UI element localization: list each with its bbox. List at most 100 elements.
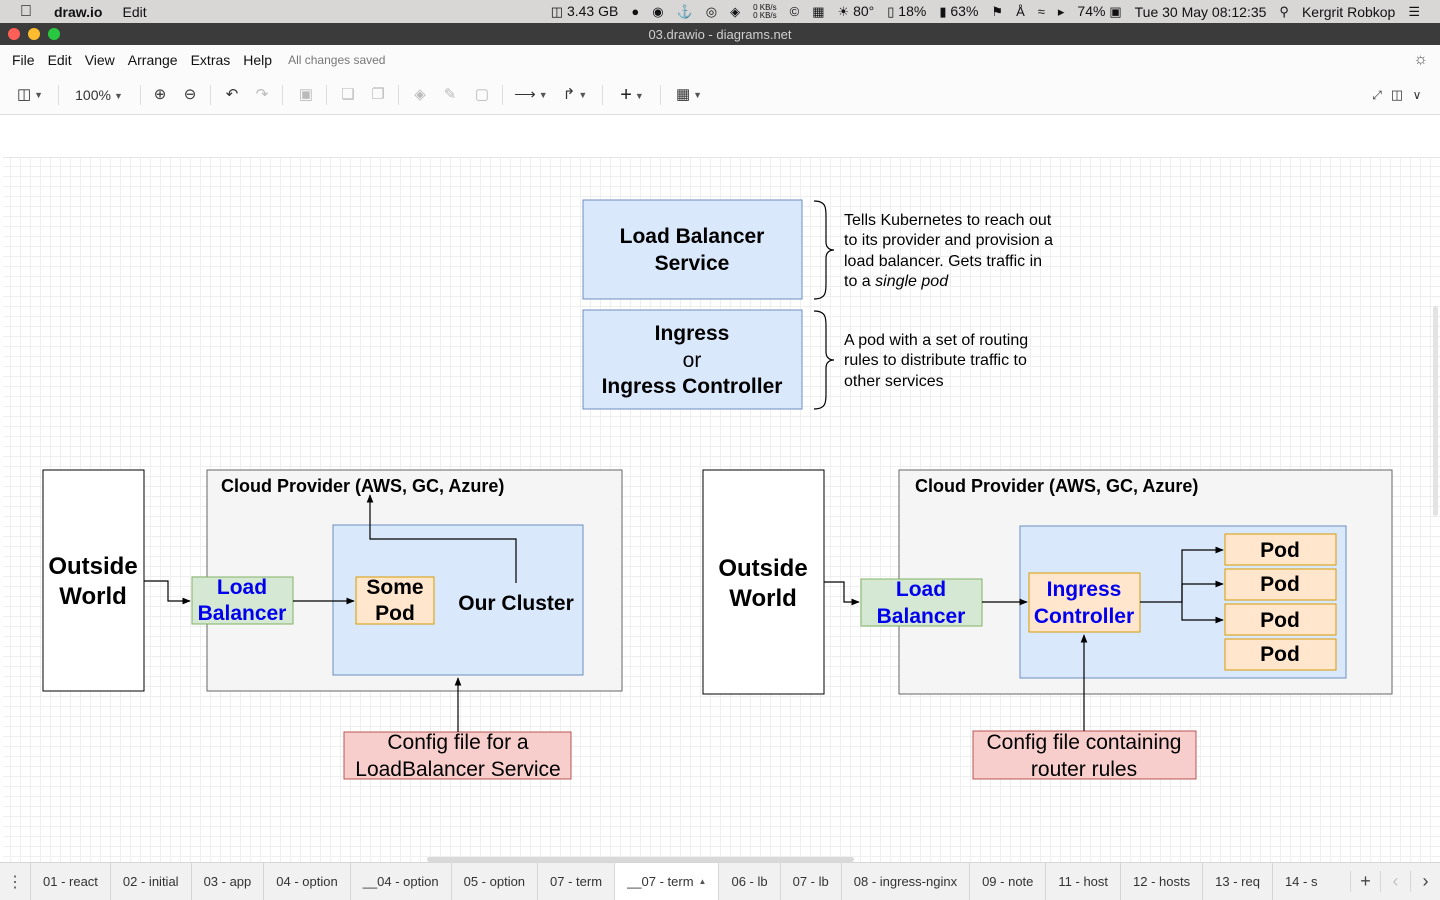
page-tab[interactable]: 14 - s	[1271, 863, 1330, 900]
docker-icon[interactable]: ⚓	[676, 3, 693, 19]
page-tab[interactable]: 07 - lb	[779, 863, 841, 900]
ingress-legend-box[interactable]: Ingress or Ingress Controller	[582, 309, 803, 410]
battery-small-indicator[interactable]: ▯ 18%	[887, 3, 927, 19]
delete-icon[interactable]: ▣	[298, 86, 314, 103]
page-tab[interactable]: 03 - app	[190, 863, 264, 900]
ingress-controller-box[interactable]: Ingress Controller	[1028, 572, 1141, 633]
lb-note-brace[interactable]	[813, 200, 835, 300]
menu-extra-icon[interactable]: ◎	[705, 3, 718, 19]
menu-help[interactable]: Help	[243, 52, 273, 68]
fullscreen-icon[interactable]: ⤢	[1372, 88, 1382, 102]
user-name[interactable]: Kergrit Robkop	[1301, 3, 1396, 20]
right-load-balancer-box[interactable]: Load Balancer	[860, 578, 983, 628]
clock[interactable]: Tue 30 May 08:12:35	[1134, 3, 1267, 20]
scroll-tabs-left-icon[interactable]: ‹	[1380, 871, 1410, 892]
page-tab[interactable]: __04 - option	[349, 863, 451, 900]
storage-indicator[interactable]: ◫ 3.43 GB	[550, 3, 619, 19]
zoom-out-icon[interactable]: ⊖	[183, 86, 197, 103]
pages-menu-button[interactable]: ⋮	[0, 863, 30, 900]
menu-edit[interactable]: Edit	[47, 52, 72, 68]
to-back-icon[interactable]: ❐	[371, 86, 385, 103]
fill-color-icon[interactable]: ◈	[414, 86, 426, 103]
us-flag-icon[interactable]: ⚑	[991, 3, 1004, 19]
spotlight-search-icon[interactable]: ⚲	[1279, 3, 1289, 19]
undo-icon[interactable]: ↶	[225, 86, 239, 103]
main-battery-indicator[interactable]: 74% ▣	[1077, 3, 1122, 19]
page-tab[interactable]: 01 - react	[30, 863, 110, 900]
close-window-button[interactable]	[8, 28, 20, 40]
shadow-icon[interactable]: ▢	[474, 86, 490, 103]
battery-other-indicator[interactable]: ▮ 63%	[939, 3, 979, 19]
page-tab-active[interactable]: __07 - term▲	[614, 863, 719, 900]
menu-extra-icon[interactable]: ▦	[812, 3, 825, 19]
page-tab[interactable]: 02 - initial	[109, 863, 191, 900]
zoom-select[interactable]: 100%▼	[75, 87, 123, 103]
right-outside-world-box[interactable]: Outside World	[702, 469, 825, 695]
collapse-icon[interactable]: ∨	[1412, 88, 1422, 102]
menu-extra-icon[interactable]: ◉	[652, 3, 664, 19]
insert-button[interactable]: +▼	[614, 85, 650, 105]
menubar-item-edit[interactable]: Edit	[122, 3, 147, 20]
lb-note-text[interactable]: Tells Kubernetes to reach out to its pro…	[844, 212, 1053, 290]
pod-box[interactable]: Pod	[1224, 568, 1337, 601]
temperature-indicator[interactable]: ☀ 80°	[837, 3, 875, 19]
diagram-canvas[interactable]: Load Balancer Service Ingress or Ingress…	[0, 116, 1440, 862]
page-tab[interactable]: 04 - option	[263, 863, 349, 900]
edge-ingress-to-pod[interactable]	[1181, 602, 1224, 624]
horizontal-scrollbar[interactable]	[427, 857, 854, 862]
minimize-window-button[interactable]	[28, 28, 40, 40]
edge-outside-to-lb[interactable]	[824, 581, 860, 606]
zoom-in-icon[interactable]: ⊕	[153, 86, 167, 103]
left-load-balancer-box[interactable]: Load Balancer	[191, 576, 294, 625]
edge-cluster-loop[interactable]	[366, 494, 517, 583]
page-tab[interactable]: 09 - note	[969, 863, 1045, 900]
right-config-file-box[interactable]: Config file containing router rules	[972, 730, 1197, 781]
lb-service-legend-box[interactable]: Load Balancer Service	[582, 199, 803, 300]
page-tab[interactable]: 11 - host	[1045, 863, 1120, 900]
add-page-plus-icon[interactable]: +	[1350, 871, 1380, 892]
ingress-note-text[interactable]: A pod with a set of routing rules to dis…	[844, 332, 1028, 390]
volume-icon[interactable]: ▸	[1057, 3, 1065, 19]
line-color-icon[interactable]: ✎	[443, 86, 457, 103]
menu-view[interactable]: View	[84, 52, 115, 68]
pod-box[interactable]: Pod	[1224, 533, 1337, 566]
chevron-up-icon[interactable]: ▲	[698, 877, 707, 886]
page-tab[interactable]: 07 - term	[537, 863, 614, 900]
edge-ingress-to-pod[interactable]	[1181, 580, 1224, 602]
left-config-file-box[interactable]: Config file for a LoadBalancer Service	[343, 731, 572, 781]
theme-toggle-icon[interactable]: ☼	[1413, 51, 1428, 68]
menu-arrange[interactable]: Arrange	[127, 52, 178, 68]
page-tab[interactable]: 08 - ingress-nginx	[840, 863, 969, 900]
ingress-note-brace[interactable]	[813, 310, 835, 410]
menubar-app-name[interactable]: draw.io	[54, 3, 103, 20]
left-outside-world-box[interactable]: Outside World	[42, 469, 145, 692]
edge-ingress-to-pod[interactable]	[1140, 546, 1224, 603]
pod-box[interactable]: Pod	[1224, 638, 1337, 671]
menu-extra-icon[interactable]: ©	[789, 4, 800, 19]
connection-style-button[interactable]: ⟶▼	[514, 86, 548, 104]
page-tab[interactable]: 13 - req	[1202, 863, 1272, 900]
vertical-scrollbar[interactable]	[1433, 306, 1438, 516]
page-tab[interactable]: 06 - lb	[718, 863, 779, 900]
page-tab[interactable]: 05 - option	[450, 863, 537, 900]
menu-file[interactable]: File	[12, 52, 35, 68]
table-button[interactable]: ▦▼	[672, 86, 706, 104]
menu-extras[interactable]: Extras	[190, 52, 231, 68]
control-center-icon[interactable]: ☰	[1408, 3, 1420, 19]
shield-icon[interactable]: ◈	[730, 3, 741, 19]
edge-outside-to-lb[interactable]	[144, 580, 191, 605]
bluetooth-icon[interactable]: Å	[1016, 4, 1025, 19]
zoom-window-button[interactable]	[48, 28, 60, 40]
pod-box[interactable]: Pod	[1224, 603, 1337, 636]
scroll-tabs-right-icon[interactable]: ›	[1410, 871, 1440, 892]
redo-icon[interactable]: ↷	[255, 86, 269, 103]
page-tab[interactable]: 12 - hosts	[1120, 863, 1202, 900]
to-front-icon[interactable]: ❏	[341, 86, 355, 103]
format-panel-toggle-button[interactable]: ◫▼	[12, 86, 48, 104]
left-some-pod-box[interactable]: Some Pod	[355, 576, 435, 625]
wifi-icon[interactable]: ≈	[1037, 4, 1045, 19]
menu-extra-icon[interactable]: ●	[631, 4, 640, 19]
apple-icon[interactable]: 	[20, 3, 38, 21]
format-panel-icon[interactable]: ◫	[1390, 87, 1404, 102]
